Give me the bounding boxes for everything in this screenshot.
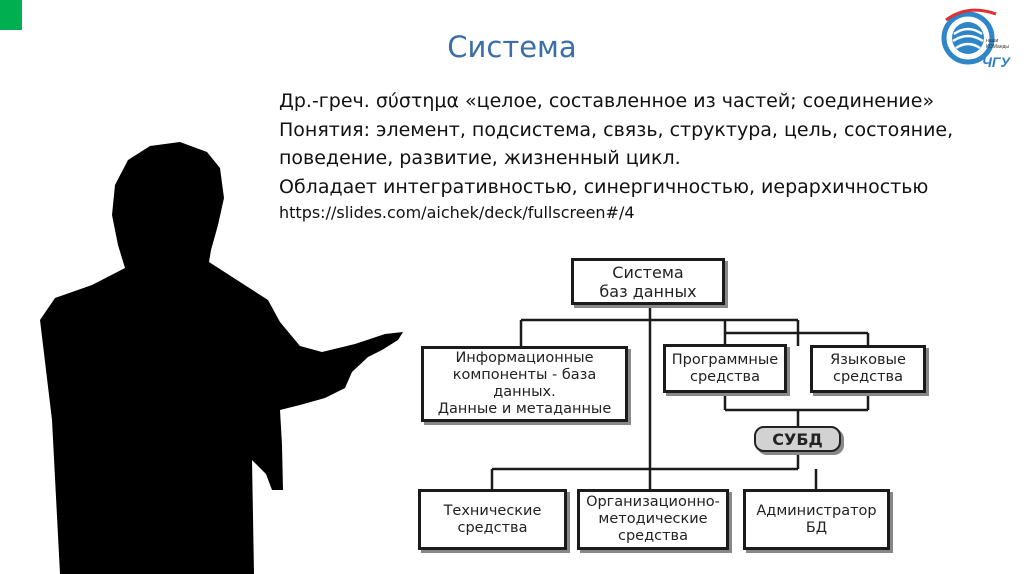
node-information-components: Информационные компоненты - база данных.… bbox=[421, 346, 628, 422]
node-db-administrator: Администратор БД bbox=[743, 489, 890, 550]
node-hardware: Технические средства bbox=[418, 489, 567, 550]
node-software-tools: Программные средства bbox=[663, 344, 787, 393]
node-organizational-tools: Организационно- методические средства bbox=[577, 489, 729, 550]
node-database-system: Система баз данных bbox=[571, 258, 725, 305]
node-dbms: СУБД bbox=[754, 426, 841, 452]
node-language-tools: Языковые средства bbox=[810, 345, 926, 393]
